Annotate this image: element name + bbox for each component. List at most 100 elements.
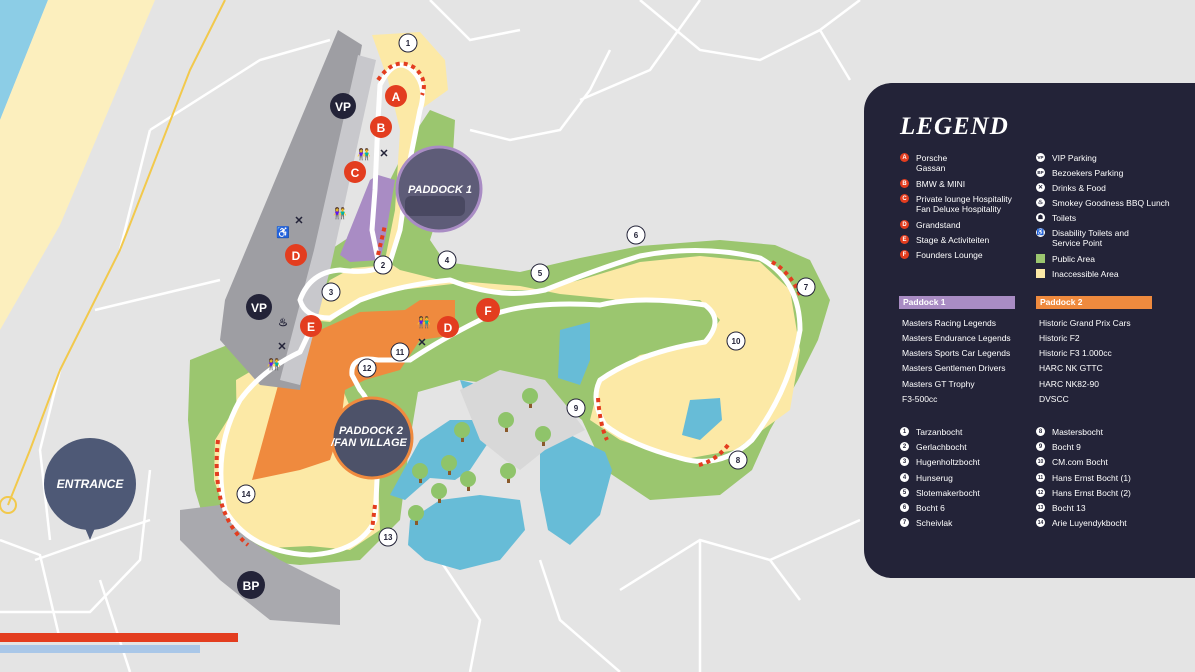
toilets-icon: ☗ [1036, 213, 1045, 222]
legend-toilets: ☗ Toilets [1036, 213, 1077, 223]
svg-text:F: F [484, 304, 491, 318]
svg-text:2: 2 [381, 261, 386, 270]
poi-b[interactable]: B [370, 116, 392, 138]
trees [408, 388, 551, 525]
paddock1-item: Masters Racing Legends [902, 318, 997, 328]
poi-d-west[interactable]: D [285, 244, 307, 266]
woods-area [460, 370, 585, 470]
corner-1[interactable]: 1 [398, 33, 418, 53]
svg-text:3: 3 [329, 288, 334, 297]
entrance-bubble[interactable]: ENTRANCE [44, 438, 136, 540]
tram-line [7, 0, 226, 506]
corner-4[interactable]: 4 [437, 250, 457, 270]
svg-text:E: E [307, 320, 315, 334]
poi-c-icon: C [900, 194, 909, 203]
poi-d-icon: D [900, 220, 909, 229]
corner-2[interactable]: 2 [373, 255, 393, 275]
corner-12[interactable]: 12 [357, 358, 377, 378]
vp-badge-south: VP [246, 294, 272, 320]
paddock2-item: Historic Grand Prix Cars [1039, 318, 1131, 328]
corner-9[interactable]: 9 [566, 398, 586, 418]
svg-text:/FAN VILLAGE: /FAN VILLAGE [330, 437, 407, 449]
legend-title: LEGEND [900, 113, 1009, 140]
inaccessible-area-north [310, 32, 800, 460]
paddock1-item: Masters Sports Car Legends [902, 348, 1011, 358]
poi-d-east[interactable]: D [437, 316, 459, 338]
poi-e[interactable]: E [300, 315, 322, 337]
corner-7[interactable]: 7 [796, 277, 816, 297]
corner-10[interactable]: 10 [726, 331, 746, 351]
legend-item-e: E Stage & Activiteiten [900, 235, 989, 245]
poi-f-icon: F [900, 250, 909, 259]
paddock1-item: Masters Gentlemen Drivers [902, 363, 1006, 373]
svg-text:12: 12 [363, 364, 372, 373]
vp-icon: VP [1036, 153, 1045, 162]
legend-bezoekers-parking: BP Bezoekers Parking [1036, 168, 1124, 178]
poi-f[interactable]: F [476, 298, 500, 322]
poi-c[interactable]: C [344, 161, 366, 183]
race-track [218, 62, 803, 558]
legend-item-f: F Founders Lounge [900, 250, 983, 260]
poi-a-icon: A [900, 153, 909, 162]
food-icon: ✕ [294, 215, 303, 227]
public-area-swatch [1036, 254, 1045, 263]
toilets-icon: 👫 [267, 358, 281, 371]
poi-a[interactable]: A [385, 85, 407, 107]
toilets-icon: 👫 [333, 207, 347, 220]
legend-item-d: D Grandstand [900, 220, 960, 230]
paddock2-item: Historic F3 1.000cc [1039, 348, 1112, 358]
paddock2-item: HARC NK GTTC [1039, 363, 1103, 373]
svg-text:C: C [351, 166, 360, 180]
svg-text:PADDOCK 2: PADDOCK 2 [339, 425, 403, 437]
svg-text:14: 14 [242, 490, 251, 499]
paddock1-bubble[interactable]: PADDOCK 1 [395, 145, 483, 233]
food-icon: ✕ [417, 337, 426, 349]
bp-badge: BP [237, 571, 265, 599]
corner-14[interactable]: 14 [236, 484, 256, 504]
toilets-icon: 👫 [417, 316, 431, 329]
legend-inaccessible-area: Inaccessible Area [1036, 269, 1119, 279]
vp-badge-north: VP [330, 93, 356, 119]
svg-text:8: 8 [736, 456, 741, 465]
legend-public-area: Public Area [1036, 254, 1095, 264]
corner-3[interactable]: 3 [321, 282, 341, 302]
corner-8[interactable]: 8 [728, 450, 748, 470]
food-icon: ✕ [379, 148, 388, 160]
corner-11[interactable]: 11 [390, 342, 410, 362]
toilets-icon: 👫 [357, 148, 371, 161]
paddock1-item: Masters Endurance Legends [902, 333, 1011, 343]
corner-13[interactable]: 13 [378, 527, 398, 547]
svg-text:7: 7 [804, 283, 809, 292]
ponds [390, 322, 722, 570]
corner-6[interactable]: 6 [626, 225, 646, 245]
svg-text:B: B [377, 121, 386, 135]
svg-text:A: A [392, 90, 401, 104]
svg-text:VP: VP [251, 301, 267, 315]
bp-icon: BP [1036, 168, 1045, 177]
paddock1-item: Masters GT Trophy [902, 379, 975, 389]
legend-bbq: ♨ Smokey Goodness BBQ Lunch [1036, 198, 1170, 208]
paddock2-header: Paddock 2 [1036, 296, 1152, 309]
paddock2-bubble[interactable]: PADDOCK 2 /FAN VILLAGE [330, 396, 414, 480]
paddock1-item: F3-500cc [902, 394, 938, 404]
corner-5[interactable]: 5 [530, 263, 550, 283]
pit-lane [280, 55, 376, 385]
brand-stripe-red [0, 633, 238, 642]
svg-text:ENTRANCE: ENTRANCE [57, 477, 125, 491]
tram-stop [0, 496, 17, 514]
svg-text:D: D [444, 321, 453, 335]
